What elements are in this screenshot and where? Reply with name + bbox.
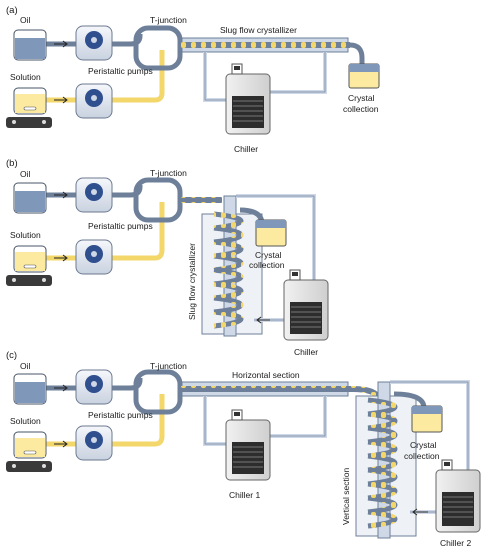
solution-label-b: Solution [10,230,41,240]
chiller-2-label-c: Chiller 2 [440,538,471,548]
solution-reservoir-b [6,245,52,286]
chiller-label-b: Chiller [294,347,318,357]
crystallizer-label-b: Slug flow crystallizer [187,243,197,320]
chiller-label-a: Chiller [234,144,258,154]
outlet-tube-a [349,42,365,64]
collection-label-a-1: Crystal [348,93,375,103]
panel-a-label: (a) [6,5,18,16]
arrow-oil-b [54,191,68,199]
solution-label-a: Solution [10,72,41,82]
vertical-label-c: Vertical section [341,468,351,525]
chiller-b [283,269,329,341]
chiller-a [225,63,271,135]
panel-c-label: (c) [6,350,17,361]
pumps-label-c: Peristaltic pumps [88,410,153,420]
peristaltic-pump-oil-b [75,177,113,213]
collection-label-c-1: Crystal [410,440,437,450]
t-junction-loop-a [133,25,183,71]
solution-tube-a [45,50,165,103]
coolant-arrow-c [412,508,428,516]
collection-label-b-1: Crystal [255,250,282,260]
oil-label-c: Oil [20,361,31,371]
peristaltic-pump-solution-b [75,239,113,275]
arrow-solution-b [54,254,68,262]
crystal-collection-a [348,63,380,89]
crystal-collection-c [411,405,443,433]
oil-reservoir-a [13,29,47,61]
t-junction-label-b: T-junction [150,168,187,178]
panel-b: (b) Oil Solution Per [6,158,329,357]
peristaltic-pump-solution-a [75,83,113,119]
panel-b-label: (b) [6,158,18,169]
solution-reservoir-a [6,87,52,128]
solution-tube-b [45,202,165,261]
helical-coil-c [367,397,398,529]
solution-label-c: Solution [10,416,41,426]
coolant-arrow-b [256,316,270,324]
panel-c: (c) Oil Solution Per [6,350,481,548]
collection-label-b-2: collection [249,260,285,270]
oil-reservoir-b [13,182,47,214]
peristaltic-pump-oil-a [75,25,113,61]
coolant-loop-c1-outline [204,396,326,445]
chiller-1-label-c: Chiller 1 [229,490,260,500]
peristaltic-pump-oil-c [75,369,113,405]
chiller-1-c [225,409,271,481]
peristaltic-pump-solution-c [75,425,113,461]
t-junction-label-a: T-junction [150,15,187,25]
crystallizer-label-a: Slug flow crystallizer [220,25,297,35]
crystal-collection-b [255,219,287,247]
horizontal-slug-tube-c [180,386,352,392]
arrow-solution-a [54,96,68,104]
panel-a: (a) Oil Solution [6,5,380,154]
oil-label-b: Oil [20,169,31,179]
solution-tube-c [45,394,165,447]
arrow-solution-c [54,440,68,448]
coolant-loop-a-outline [204,52,326,101]
arrow-oil-a [54,40,68,48]
t-junction-label-c: T-junction [150,361,187,371]
oil-label-a: Oil [20,15,31,25]
t-junction-loop-b [133,177,183,223]
collection-label-c-2: collection [404,451,440,461]
t-junction-loop-c [133,369,183,415]
pumps-label-b: Peristaltic pumps [88,221,153,231]
arrow-oil-c [54,384,68,392]
helical-coil-b [213,211,244,329]
chiller-2-c [435,459,481,533]
solution-reservoir-c [6,431,52,472]
horizontal-label-c: Horizontal section [232,370,300,380]
oil-reservoir-c [13,373,47,405]
pumps-label-a: Peristaltic pumps [88,66,153,76]
slug-flow-tube-a [180,42,350,48]
collection-label-a-2: collection [343,104,379,114]
